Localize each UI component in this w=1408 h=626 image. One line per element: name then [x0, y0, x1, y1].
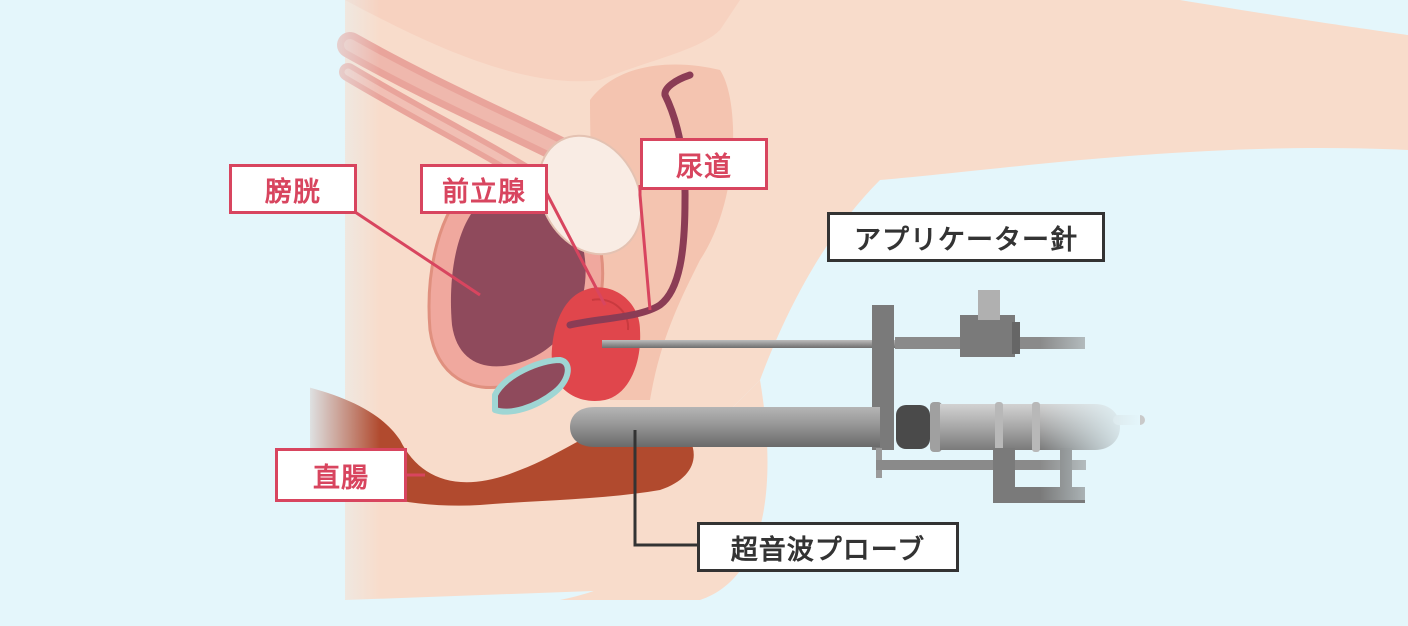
leader-lines	[354, 185, 698, 547]
ultrasound-probe-label: 超音波プローブ	[697, 522, 959, 572]
seminal-vesicle	[492, 357, 571, 415]
rectum-label: 直腸	[275, 448, 407, 502]
prostate-label: 前立腺	[420, 164, 548, 214]
bladder-label: 膀胱	[229, 164, 357, 214]
applicator-needle-label: アプリケーター針	[827, 212, 1105, 262]
needle-guide-block	[960, 290, 1020, 357]
urethra-label: 尿道	[640, 138, 768, 190]
urethra	[566, 71, 694, 329]
